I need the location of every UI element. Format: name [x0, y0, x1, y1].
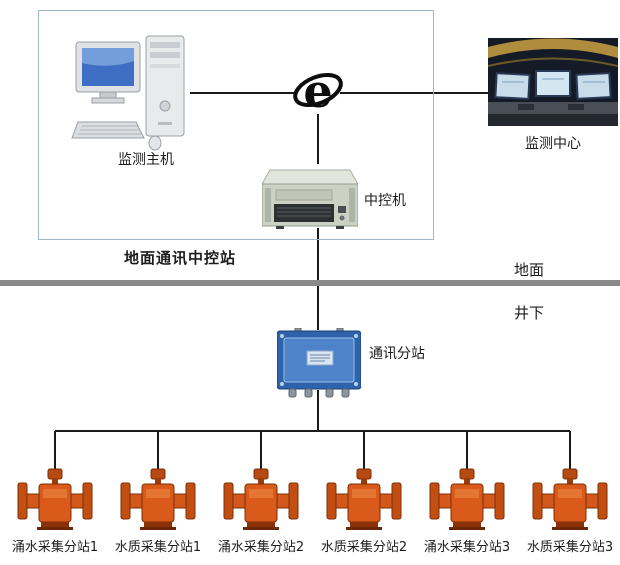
central-control-machine-label: 中控机 [364, 193, 406, 209]
flow-sensor-icon [223, 468, 299, 530]
monitoring-host [66, 30, 192, 152]
central-control-machine [262, 162, 358, 230]
flow-sensor-icon [532, 468, 608, 530]
communication-substation-label: 通讯分站 [369, 346, 425, 362]
monitoring-center [488, 38, 618, 126]
collection-substation-label: 涌水采集分站1 [11, 540, 99, 555]
control-room-image [488, 38, 618, 126]
collection-substation-label: 水质采集分站1 [114, 540, 202, 555]
collection-substation [17, 467, 93, 531]
collection-substation [223, 467, 299, 531]
collection-substation [532, 467, 608, 531]
internet-e-icon: e [292, 62, 344, 120]
collection-substation [326, 467, 402, 531]
flow-sensor-icon [17, 468, 93, 530]
collection-substation [120, 467, 196, 531]
underground-label: 井下 [514, 304, 545, 322]
flow-sensor-icon [120, 468, 196, 530]
surface-label: 地面 [514, 261, 545, 279]
svg-text:e: e [303, 64, 332, 118]
desktop-computer-icon [71, 35, 185, 151]
collection-substation-label: 水质采集分站2 [320, 540, 408, 555]
flow-sensor-icon [429, 468, 505, 530]
communication-substation [277, 328, 361, 398]
collection-substation-label: 涌水采集分站2 [217, 540, 305, 555]
rack-computer-icon [262, 169, 358, 229]
collection-substation-label: 水质采集分站3 [526, 540, 614, 555]
junction-box-icon [277, 328, 361, 398]
ground-station-boundary [38, 10, 434, 240]
flow-sensor-icon [326, 468, 402, 530]
collection-substation-label: 涌水采集分站3 [423, 540, 511, 555]
collection-substation [429, 467, 505, 531]
surface-underground-divider [0, 280, 620, 286]
monitoring-center-label: 监测中心 [525, 136, 581, 152]
ground-station-caption: 地面通讯中控站 [123, 249, 236, 267]
monitoring-host-label: 监测主机 [118, 152, 174, 168]
